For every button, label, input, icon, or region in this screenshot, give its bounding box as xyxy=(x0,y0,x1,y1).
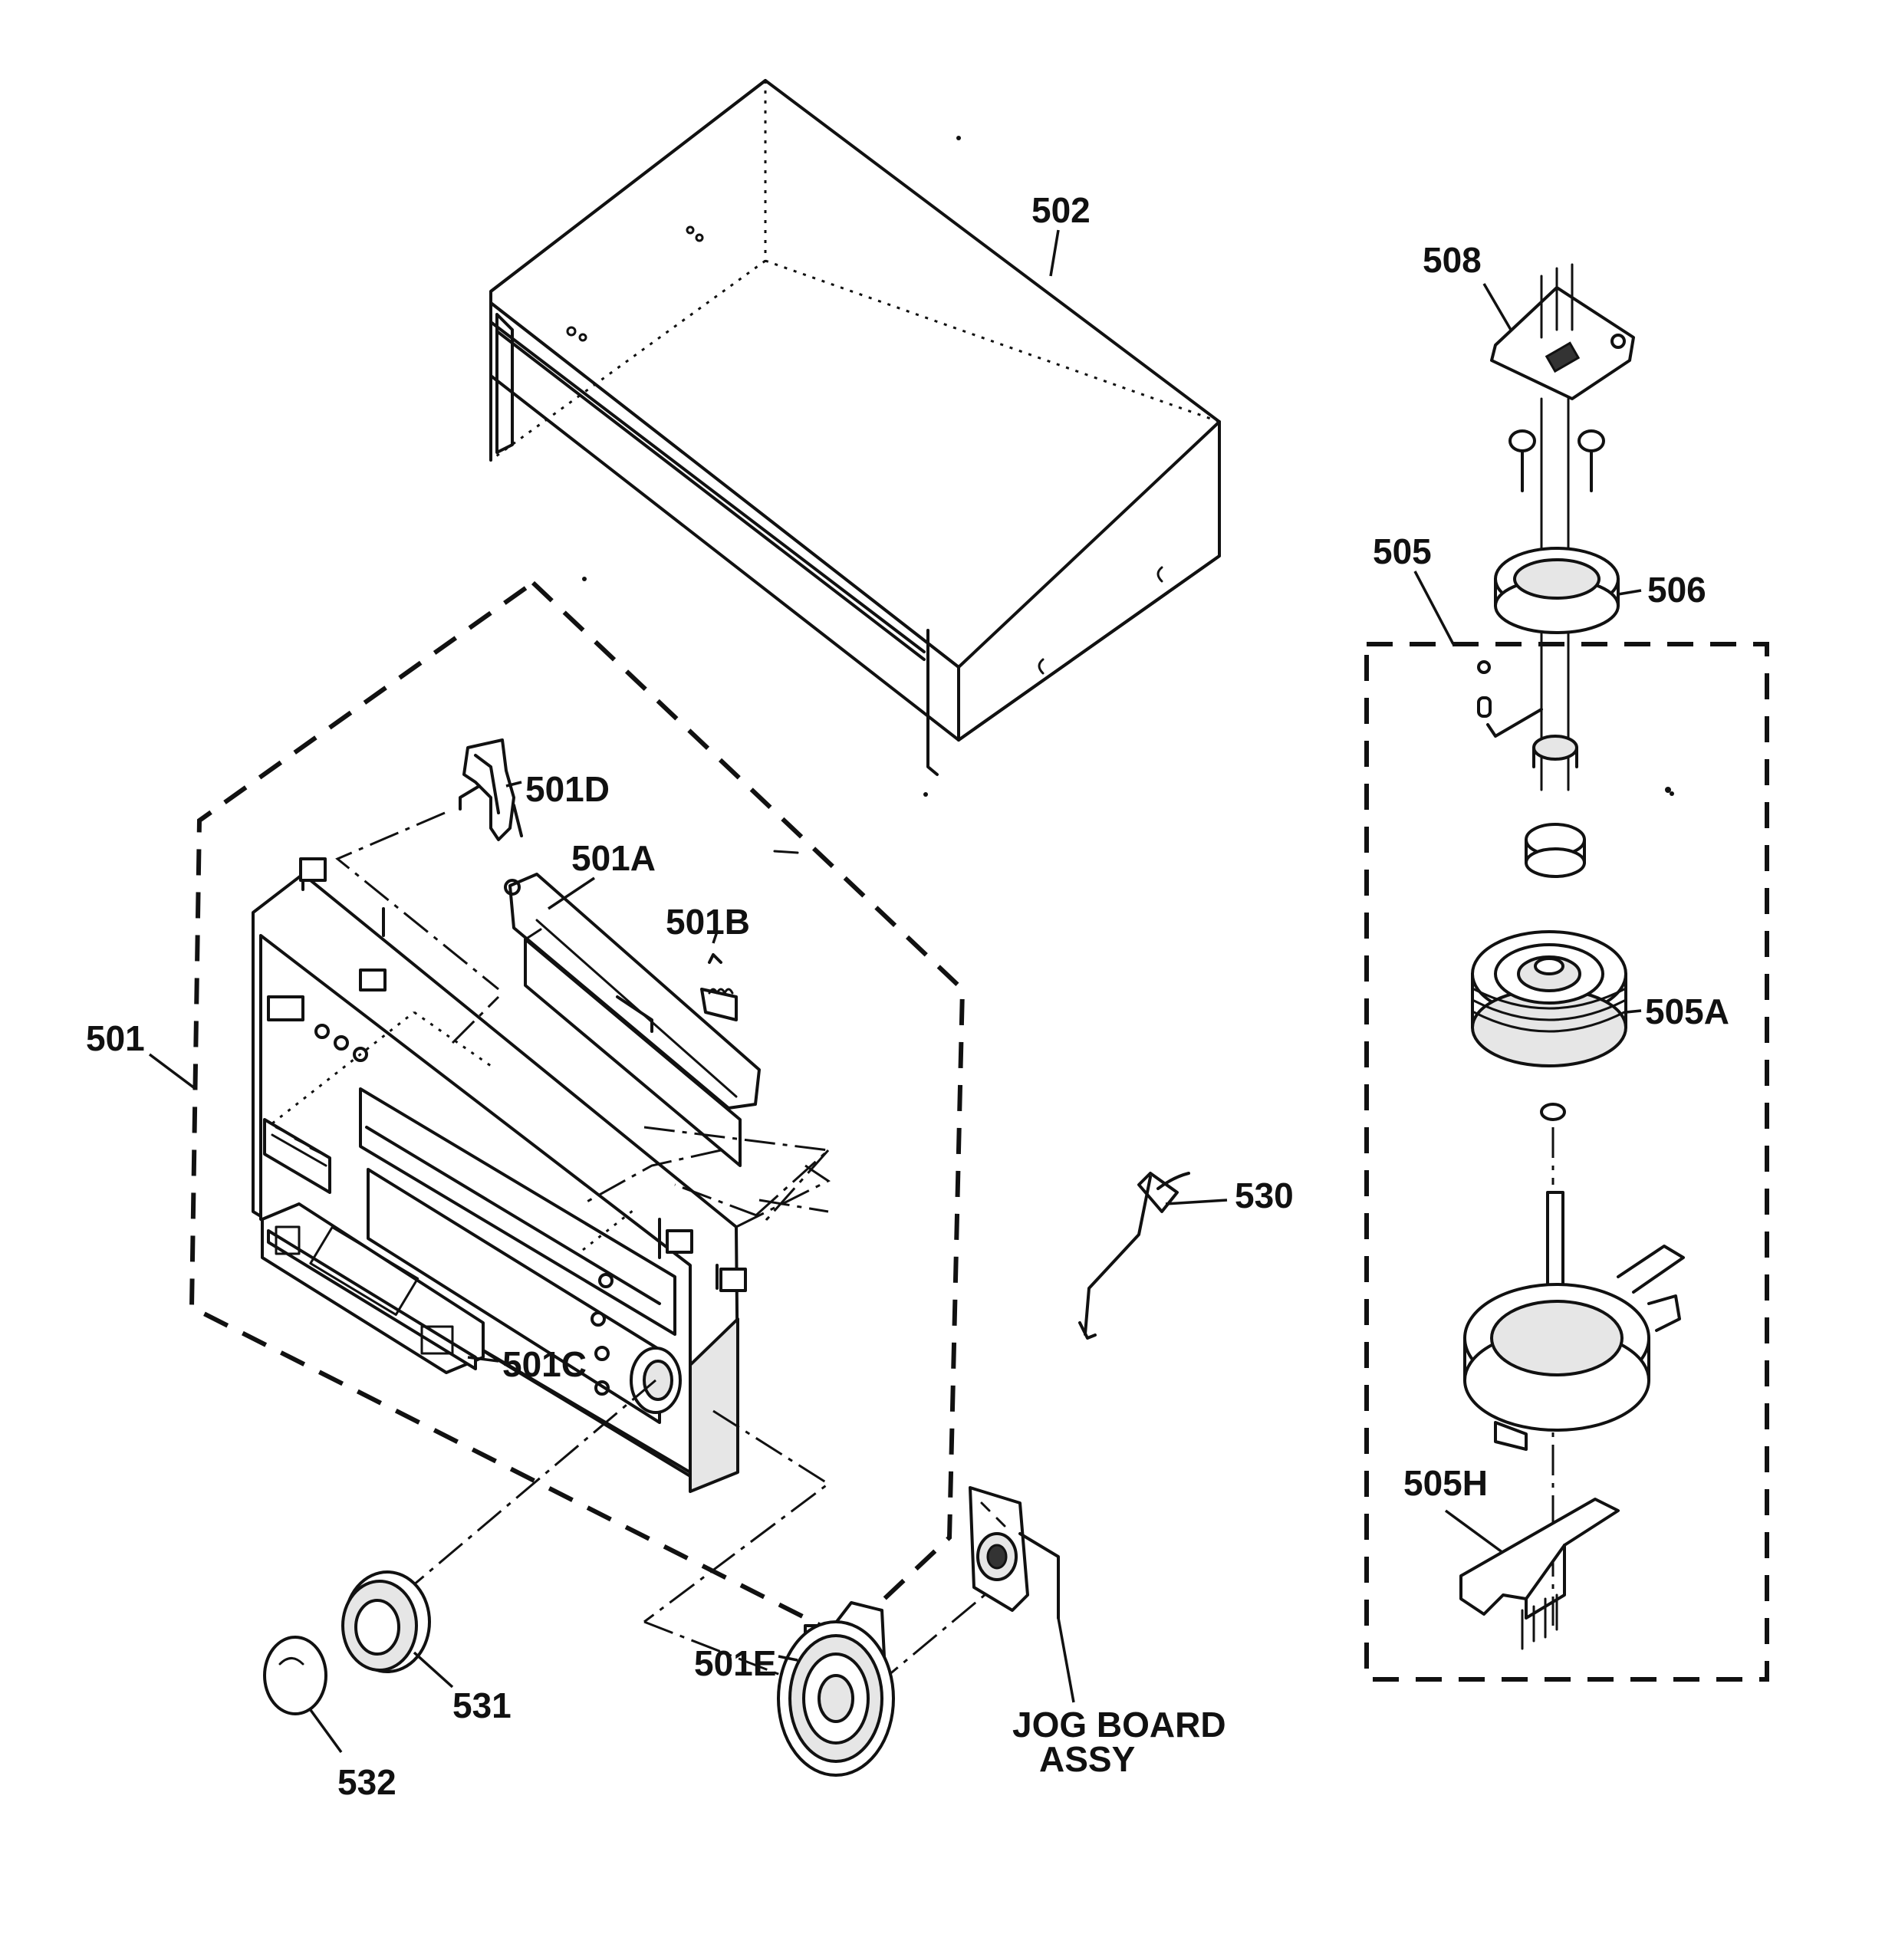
part-501C-display-window xyxy=(261,1202,485,1374)
label-501: 501 xyxy=(86,1018,145,1058)
part-531-jog-ring xyxy=(341,1570,431,1673)
group-505-outline xyxy=(1364,642,1769,1682)
part-501-front-panel xyxy=(252,857,747,1493)
part-505H-bracket xyxy=(1459,1498,1620,1650)
assembly-guide-lines xyxy=(335,811,1013,1704)
callout-532: 532 xyxy=(309,1708,396,1802)
callout-501C: 501C xyxy=(467,1344,587,1384)
callout-501A: 501A xyxy=(548,838,656,910)
callout-531: 531 xyxy=(413,1651,512,1725)
label-501D: 501D xyxy=(525,769,610,809)
label-506: 506 xyxy=(1647,570,1706,610)
label-532: 532 xyxy=(337,1762,396,1802)
part-505A-reel-pulley xyxy=(1471,930,1627,1067)
callout-501B: 501B xyxy=(666,902,750,944)
label-530: 530 xyxy=(1235,1176,1294,1215)
label-505A: 505A xyxy=(1645,992,1729,1031)
part-jog-board-assy xyxy=(969,1486,1060,1620)
label-jog-board-line1: JOG BOARD xyxy=(1012,1705,1226,1745)
part-501D-bracket xyxy=(459,738,523,841)
label-501A: 501A xyxy=(571,838,656,878)
part-501A-door xyxy=(504,873,761,1167)
part-screws xyxy=(1508,429,1605,492)
callout-508: 508 xyxy=(1423,240,1512,331)
callout-501E: 501E xyxy=(694,1643,798,1683)
callout-506: 506 xyxy=(1617,570,1706,610)
part-bushing xyxy=(1525,735,1586,878)
label-531: 531 xyxy=(452,1685,512,1725)
label-508: 508 xyxy=(1423,240,1482,280)
part-washer xyxy=(1540,1103,1566,1121)
part-501E-jog-housing xyxy=(777,1601,895,1777)
part-reel-motor xyxy=(1463,1191,1685,1451)
callout-505A: 505A xyxy=(1625,992,1729,1031)
callout-505: 505 xyxy=(1373,531,1455,645)
part-501B-spring xyxy=(700,953,738,1021)
callout-501D: 501D xyxy=(505,769,610,809)
label-501E: 501E xyxy=(694,1643,776,1683)
label-501B: 501B xyxy=(666,902,750,942)
stray-marks xyxy=(582,577,1674,854)
callout-505H: 505H xyxy=(1403,1463,1505,1554)
callout-jog-board-assy: JOG BOARD ASSY xyxy=(1012,1617,1226,1779)
label-jog-board-line2: ASSY xyxy=(1039,1739,1135,1779)
group-501-front-panel-assy-outline xyxy=(189,580,966,1640)
label-505: 505 xyxy=(1373,531,1432,571)
callout-501: 501 xyxy=(86,1018,197,1090)
callout-530: 530 xyxy=(1165,1176,1294,1215)
label-501C: 501C xyxy=(502,1344,587,1384)
part-clip xyxy=(1477,660,1543,738)
part-530-cable xyxy=(1078,1172,1190,1340)
part-506-collar xyxy=(1494,547,1620,634)
part-532-shuttle-knob xyxy=(263,1636,327,1715)
label-505H: 505H xyxy=(1403,1463,1488,1503)
part-502-top-cover xyxy=(489,79,1221,776)
label-502: 502 xyxy=(1031,190,1091,230)
callout-502: 502 xyxy=(1031,190,1091,277)
part-508-sensor-board xyxy=(1490,263,1635,400)
